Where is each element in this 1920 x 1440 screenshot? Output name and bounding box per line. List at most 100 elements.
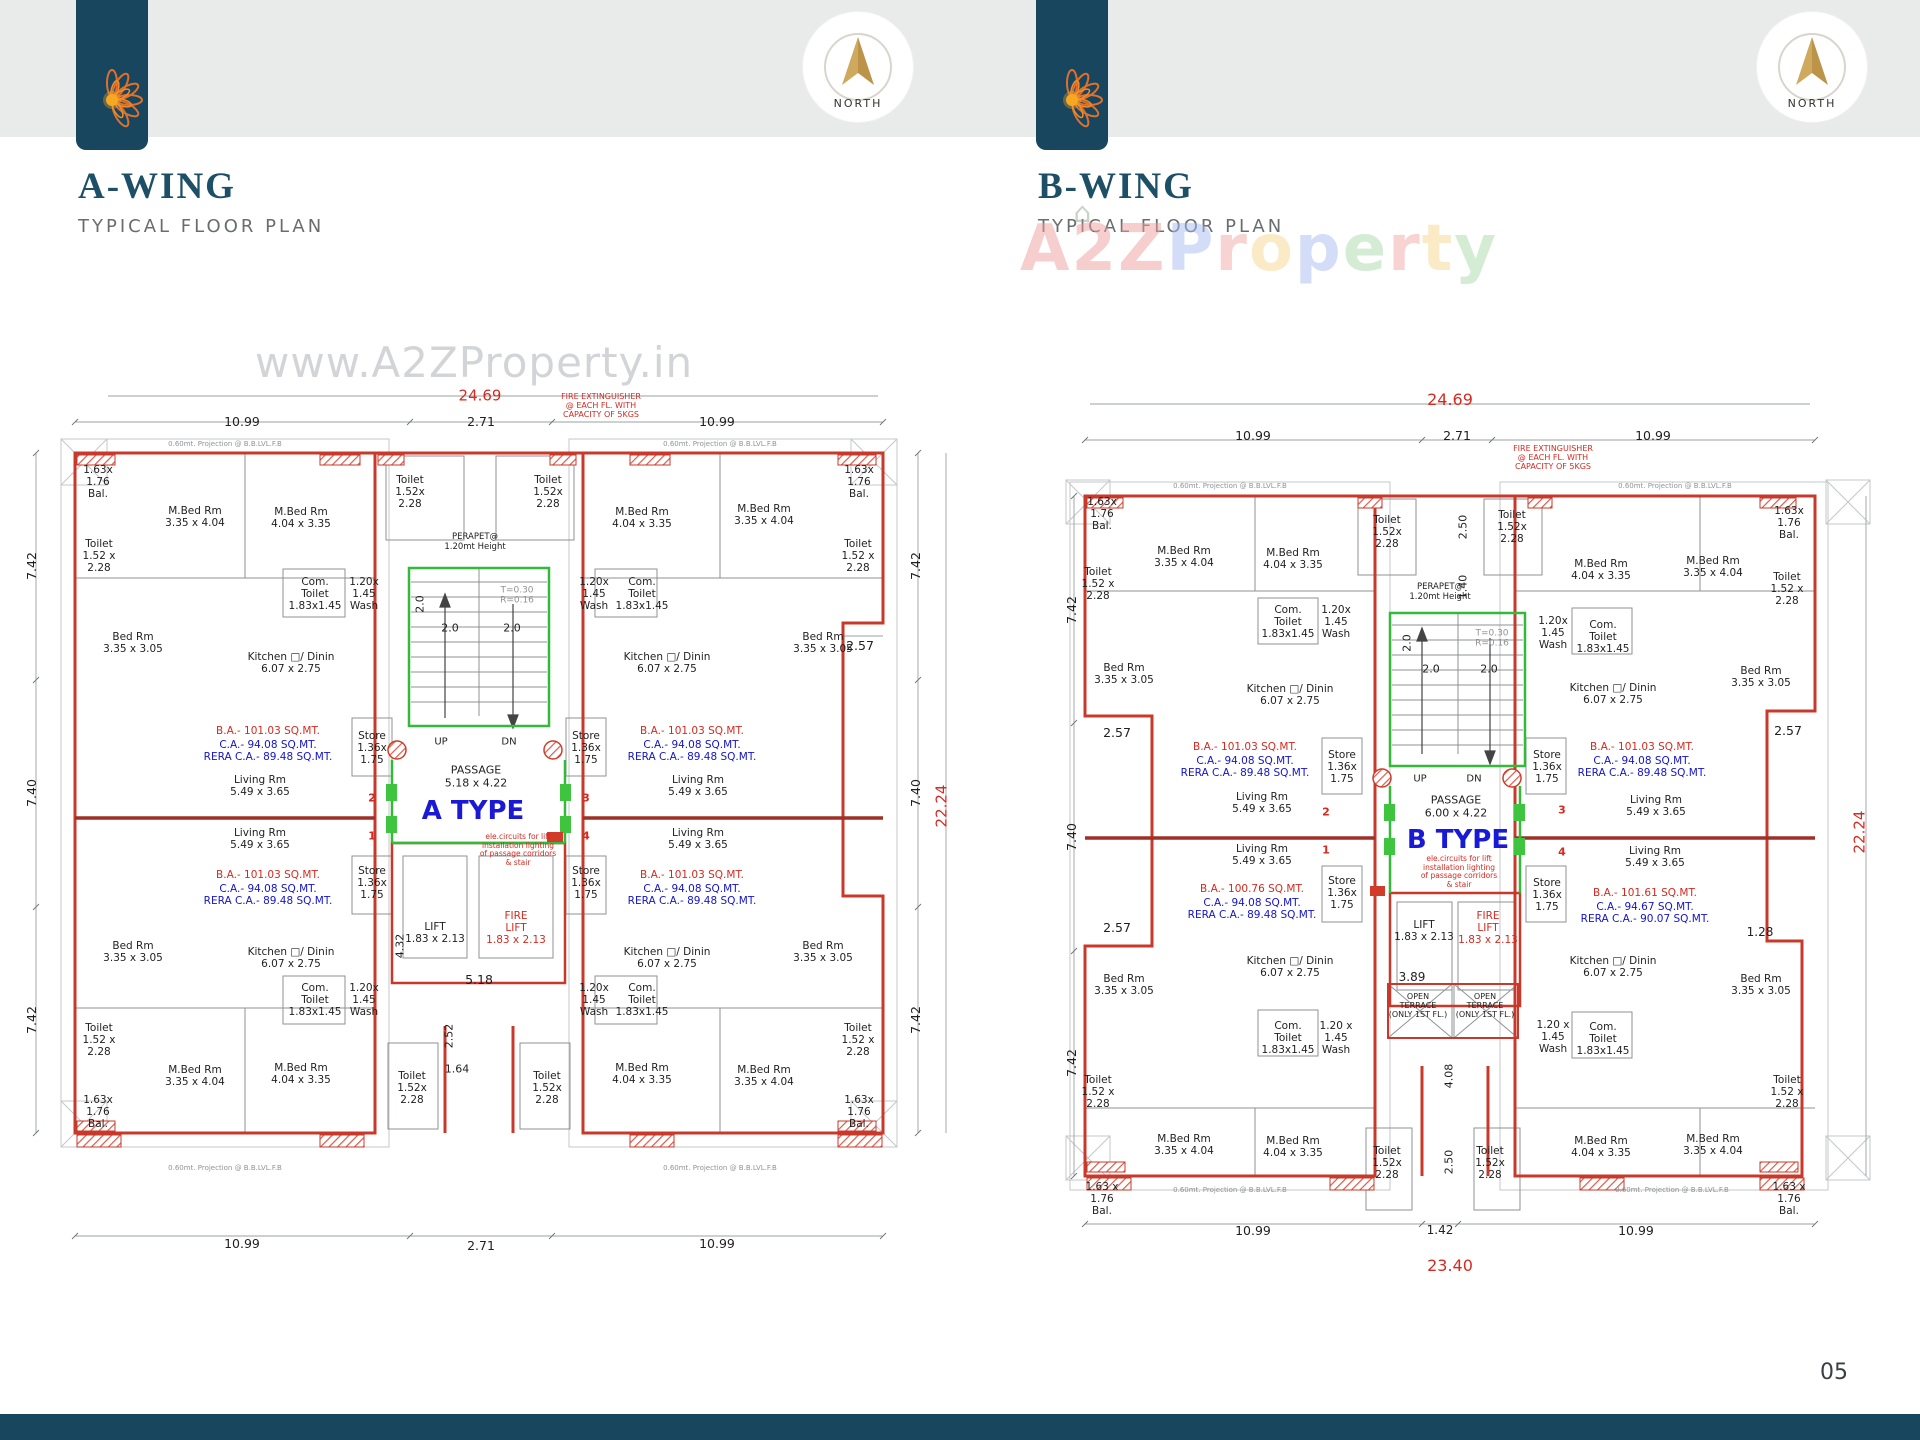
dim-1-64: 1.64 bbox=[444, 1062, 470, 1076]
dim-2-57: 2.57 bbox=[846, 637, 874, 653]
room-toilet: Toilet 1.52x 2.28 bbox=[532, 1069, 562, 1107]
stair-tread-note: T=0.30 R=0.16 bbox=[1475, 628, 1509, 649]
room-toilet: Toilet 1.52 x 2.28 bbox=[82, 1021, 116, 1059]
room-toilet: Toilet 1.52x 2.28 bbox=[1475, 1144, 1505, 1182]
room-toilet: Toilet 1.52 x 2.28 bbox=[1770, 570, 1804, 608]
dim-10-99: 10.99 bbox=[1235, 1222, 1271, 1238]
dim-1-28: 1.28 bbox=[1746, 925, 1774, 940]
projection-note: 0.60mt. Projection @ B.B.LVL.F.B bbox=[168, 439, 282, 448]
room-bedroom: Bed Rm 3.35 x 3.05 bbox=[103, 630, 163, 655]
area-carpet: C.A.- 94.08 SQ.MT. RERA C.A.- 89.48 SQ.M… bbox=[203, 738, 333, 763]
projection-note: 0.60mt. Projection @ B.B.LVL.F.B bbox=[1173, 1185, 1287, 1194]
dim-2-57: 2.57 bbox=[1103, 724, 1131, 740]
room-wash: 1.20 x 1.45 Wash bbox=[1319, 1019, 1353, 1057]
room-kitchen: Kitchen □/ Dinin 6.07 x 2.75 bbox=[1246, 954, 1334, 979]
room-master-bedroom: M.Bed Rm 3.35 x 4.04 bbox=[1154, 1132, 1214, 1157]
room-bedroom: Bed Rm 3.35 x 3.05 bbox=[103, 939, 163, 964]
room-toilet: Toilet 1.52x 2.28 bbox=[397, 1069, 427, 1107]
stair-dn: DN bbox=[501, 736, 517, 748]
room-master-bedroom: M.Bed Rm 3.35 x 4.04 bbox=[1154, 544, 1214, 569]
dim-24-69: 24.69 bbox=[458, 386, 502, 405]
room-toilet: Toilet 1.52 x 2.28 bbox=[1081, 565, 1115, 603]
room-balcony: 1.63 x 1.76 Bal. bbox=[1772, 1180, 1806, 1218]
room-bedroom: Bed Rm 3.35 x 3.05 bbox=[1094, 661, 1154, 686]
room-kitchen: Kitchen □/ Dinin 6.07 x 2.75 bbox=[1246, 682, 1334, 707]
projection-note: 0.60mt. Projection @ B.B.LVL.F.B bbox=[663, 1163, 777, 1172]
dim-10-99: 10.99 bbox=[699, 1235, 735, 1251]
watermark-letter: y bbox=[1454, 212, 1498, 286]
room-living: Living Rm 5.49 x 3.65 bbox=[668, 826, 728, 851]
room-master-bedroom: M.Bed Rm 4.04 x 3.35 bbox=[271, 505, 331, 530]
room-bedroom: Bed Rm 3.35 x 3.05 bbox=[1094, 972, 1154, 997]
room-master-bedroom: M.Bed Rm 4.04 x 3.35 bbox=[271, 1061, 331, 1086]
room-store: Store 1.36x 1.75 bbox=[1327, 874, 1357, 912]
room-toilet: Toilet 1.52x 2.28 bbox=[533, 473, 563, 511]
room-master-bedroom: M.Bed Rm 3.35 x 4.04 bbox=[1683, 1132, 1743, 1157]
b-wing-title: B-WING bbox=[1038, 166, 1194, 207]
room-balcony: 1.63x 1.76 Bal. bbox=[1087, 495, 1117, 533]
room-master-bedroom: M.Bed Rm 4.04 x 3.35 bbox=[1263, 546, 1323, 571]
projection-note: 0.60mt. Projection @ B.B.LVL.F.B bbox=[1615, 1185, 1729, 1194]
room-kitchen: Kitchen □/ Dinin 6.07 x 2.75 bbox=[623, 945, 711, 970]
unit-number: 4 bbox=[1558, 845, 1566, 859]
unit-number: 1 bbox=[368, 829, 376, 843]
watermark-letter: Z bbox=[1118, 212, 1167, 286]
dim-1-42: 1.42 bbox=[1426, 1223, 1454, 1238]
unit-number: 3 bbox=[582, 791, 590, 805]
dim-2-57: 2.57 bbox=[1774, 722, 1802, 738]
dim-2-0: 2.0 bbox=[1400, 634, 1414, 652]
room-living: Living Rm 5.49 x 3.65 bbox=[230, 773, 290, 798]
dim-22-24: 22.24 bbox=[932, 784, 951, 828]
room-wash: 1.20x 1.45 Wash bbox=[349, 981, 379, 1019]
website-watermark: www.A2ZProperty.in bbox=[255, 338, 694, 387]
room-kitchen: Kitchen □/ Dinin 6.07 x 2.75 bbox=[247, 650, 335, 675]
dim-2-0: 2.0 bbox=[1480, 662, 1498, 676]
room-balcony: 1.63x 1.76 Bal. bbox=[844, 463, 874, 501]
watermark-letter: r bbox=[1215, 212, 1249, 286]
footer-bar bbox=[0, 1414, 1920, 1440]
stair-dn: DN bbox=[1466, 773, 1482, 785]
room-living: Living Rm 5.49 x 3.65 bbox=[1625, 844, 1685, 869]
room-master-bedroom: M.Bed Rm 4.04 x 3.35 bbox=[612, 1061, 672, 1086]
area-carpet: C.A.- 94.08 SQ.MT. RERA C.A.- 89.48 SQ.M… bbox=[1187, 896, 1317, 921]
north-arrow-icon bbox=[824, 33, 892, 101]
dim-4-32: 4.32 bbox=[393, 933, 407, 959]
unit-type-label: B TYPE bbox=[1406, 825, 1510, 856]
watermark-letter: t bbox=[1421, 212, 1455, 286]
north-label: NORTH bbox=[833, 97, 883, 110]
page-number: 05 bbox=[1820, 1360, 1848, 1385]
north-compass: NORTH bbox=[803, 12, 913, 122]
dim-7-42: 7.42 bbox=[23, 552, 39, 580]
area-carpet: C.A.- 94.08 SQ.MT. RERA C.A.- 89.48 SQ.M… bbox=[1577, 754, 1707, 779]
room-wash: 1.20x 1.45 Wash bbox=[349, 575, 379, 613]
watermark-letter: e bbox=[1342, 212, 1389, 286]
room-master-bedroom: M.Bed Rm 4.04 x 3.35 bbox=[1571, 557, 1631, 582]
a-wing-subtitle: TYPICAL FLOOR PLAN bbox=[78, 216, 325, 237]
b-wing-header: B-WING TYPICAL FLOOR PLAN bbox=[1038, 165, 1284, 237]
room-master-bedroom: M.Bed Rm 4.04 x 3.35 bbox=[1571, 1134, 1631, 1159]
unit-type-label: A TYPE bbox=[421, 796, 525, 827]
room-common-toilet: Com. Toilet 1.83x1.45 bbox=[615, 981, 669, 1019]
room-master-bedroom: M.Bed Rm 3.35 x 4.04 bbox=[734, 502, 794, 527]
dim-2-50: 2.50 bbox=[1442, 1149, 1456, 1175]
parapet-note: PERAPET@ 1.20mt Height bbox=[1409, 582, 1471, 602]
open-terrace-label: OPEN TERRACE (ONLY 1ST FL.) bbox=[1455, 992, 1515, 1020]
dim-7-40: 7.40 bbox=[23, 779, 39, 807]
room-kitchen: Kitchen □/ Dinin 6.07 x 2.75 bbox=[247, 945, 335, 970]
room-wash: 1.20x 1.45 Wash bbox=[579, 981, 609, 1019]
watermark-letter: A bbox=[1020, 212, 1072, 286]
dim-10-99: 10.99 bbox=[224, 1235, 260, 1251]
dim-10-99: 10.99 bbox=[699, 413, 735, 429]
watermark-letter: P bbox=[1166, 212, 1216, 286]
room-toilet: Toilet 1.52 x 2.28 bbox=[1081, 1073, 1115, 1111]
room-master-bedroom: M.Bed Rm 3.35 x 4.04 bbox=[1683, 554, 1743, 579]
dim-22-24: 22.24 bbox=[1850, 810, 1869, 854]
area-carpet: C.A.- 94.08 SQ.MT. RERA C.A.- 89.48 SQ.M… bbox=[203, 882, 333, 907]
room-wash: 1.20x 1.45 Wash bbox=[579, 575, 609, 613]
dim-7-42: 7.42 bbox=[1063, 596, 1079, 624]
b-wing-plan-drawing bbox=[1065, 403, 1871, 1228]
dim-7-40: 7.40 bbox=[907, 779, 923, 807]
north-label: NORTH bbox=[1787, 97, 1837, 110]
room-master-bedroom: M.Bed Rm 4.04 x 3.35 bbox=[612, 505, 672, 530]
